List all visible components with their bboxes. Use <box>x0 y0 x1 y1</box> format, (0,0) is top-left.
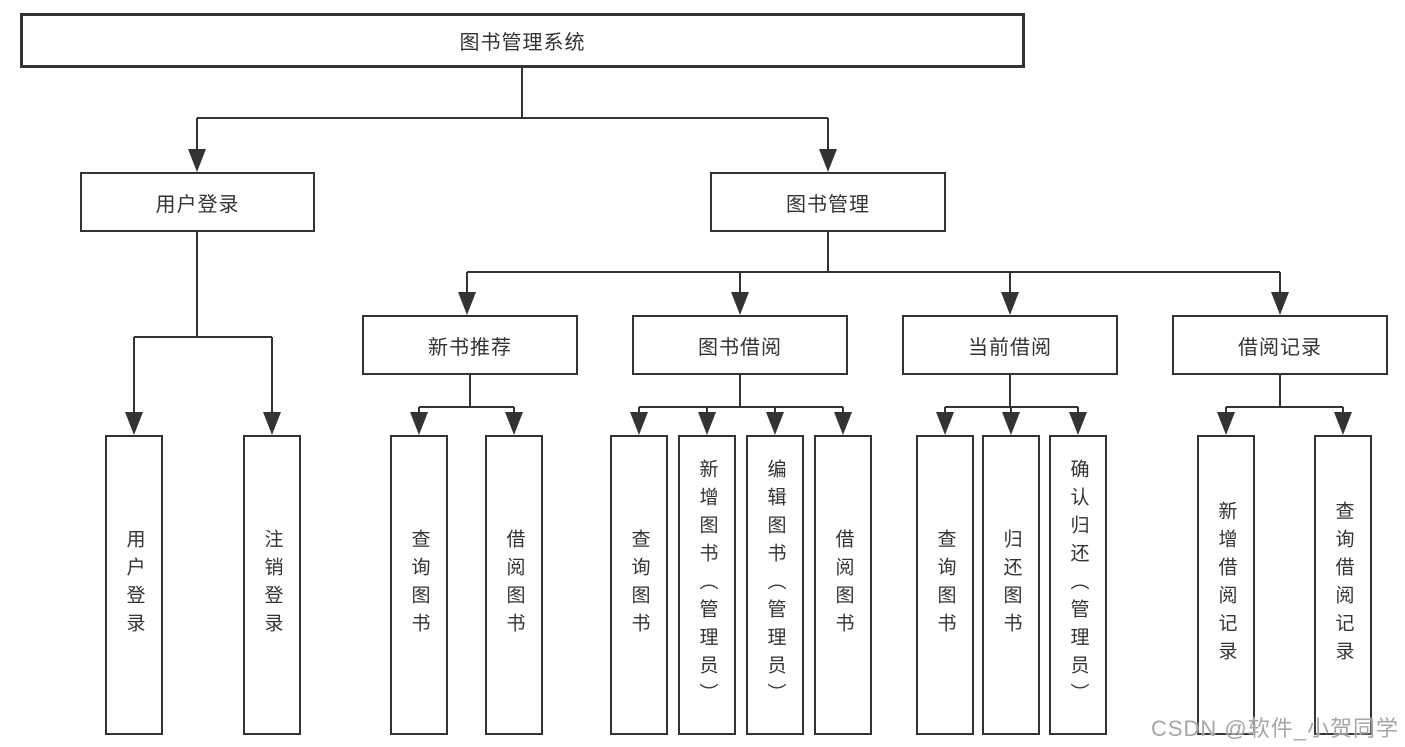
leaf-records-query-record: 查询借阅记录 <box>1314 435 1372 735</box>
node-book-management: 图书管理 <box>710 172 946 232</box>
node-borrow-records: 借阅记录 <box>1172 315 1388 375</box>
node-current-borrow: 当前借阅 <box>902 315 1118 375</box>
node-book-borrow: 图书借阅 <box>632 315 848 375</box>
node-new-book-recommend: 新书推荐 <box>362 315 578 375</box>
node-user-login: 用户登录 <box>80 172 315 232</box>
leaf-current-confirm-return-admin: 确认归还（管理员） <box>1049 435 1107 735</box>
leaf-borrow-borrow-books: 借阅图书 <box>814 435 872 735</box>
leaf-user-login: 用户登录 <box>105 435 163 735</box>
leaf-records-add-record: 新增借阅记录 <box>1197 435 1255 735</box>
leaf-logout: 注销登录 <box>243 435 301 735</box>
leaf-recommend-query-books: 查询图书 <box>390 435 448 735</box>
leaf-recommend-borrow-books: 借阅图书 <box>485 435 543 735</box>
node-root: 图书管理系统 <box>20 13 1025 68</box>
leaf-borrow-add-books-admin: 新增图书（管理员） <box>678 435 736 735</box>
leaf-current-query-books: 查询图书 <box>916 435 974 735</box>
leaf-borrow-query-books: 查询图书 <box>610 435 668 735</box>
leaf-borrow-edit-books-admin: 编辑图书（管理员） <box>746 435 804 735</box>
watermark: CSDN @软件_小贺同学 <box>1150 716 1399 741</box>
arrowheads <box>125 149 1352 435</box>
leaf-current-return-books: 归还图书 <box>982 435 1040 735</box>
